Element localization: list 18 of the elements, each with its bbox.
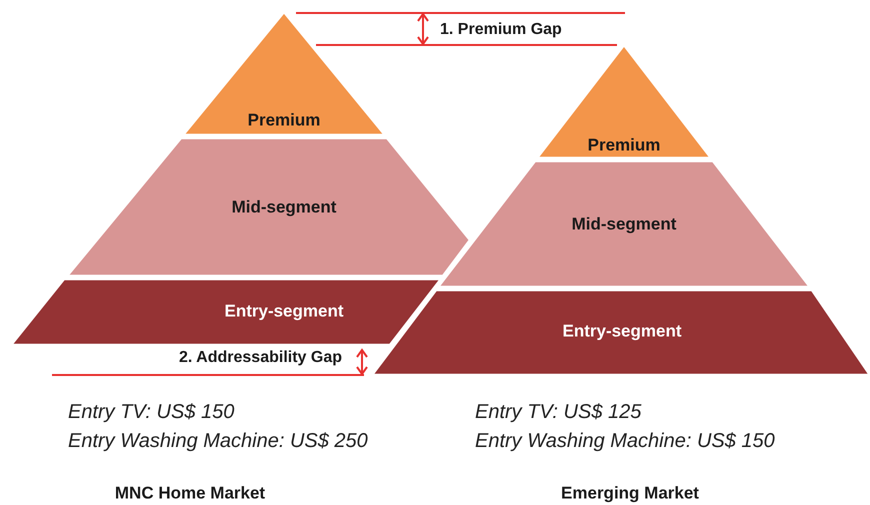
market-title: MNC Home Market	[114, 484, 266, 502]
segment-label: Entry-segment	[224, 302, 344, 320]
price-note: Entry Washing Machine: US$ 250	[68, 431, 368, 451]
market-title: Emerging Market	[561, 484, 699, 502]
segment-label: Mid-segment	[572, 216, 676, 232]
entry-segment-band	[11, 279, 441, 345]
price-note: Entry TV: US$ 150	[68, 402, 234, 422]
gap-label: 2. Addressability Gap	[178, 350, 342, 366]
price-note: Entry TV: US$ 125	[475, 402, 642, 422]
segment-label: Mid-segment	[232, 198, 336, 216]
segment-label: Entry-segment	[562, 322, 682, 340]
segment-label: Premium	[588, 136, 660, 154]
mid-segment-band	[438, 161, 810, 287]
mid-segment-band	[67, 138, 470, 276]
gap-label: 1. Premium Gap	[440, 22, 562, 38]
entry-segment-band	[372, 290, 870, 375]
price-note: Entry Washing Machine: US$ 150	[475, 431, 775, 451]
segment-label: Premium	[248, 112, 320, 128]
